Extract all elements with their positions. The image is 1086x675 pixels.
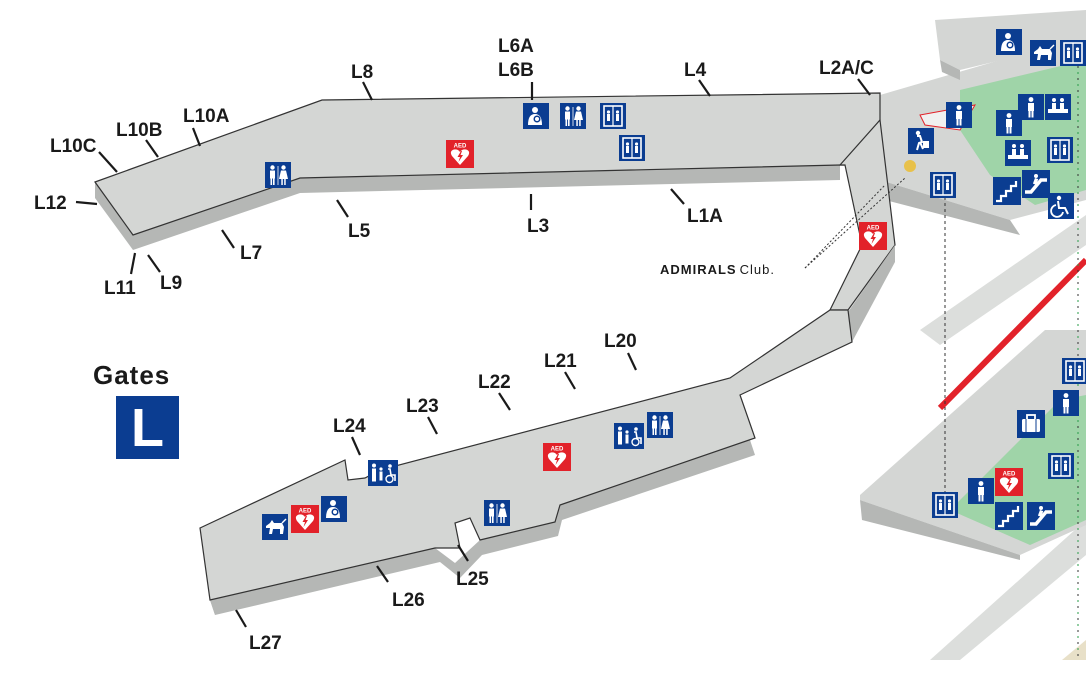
gate-L12: L12 xyxy=(34,193,67,214)
elevator-icon[interactable] xyxy=(931,491,959,519)
gate-L5: L5 xyxy=(348,221,371,242)
aed-icon[interactable] xyxy=(543,443,571,471)
stairs-icon[interactable] xyxy=(991,175,1023,207)
gate-L27: L27 xyxy=(249,633,282,654)
gate-L10B: L10B xyxy=(116,120,162,141)
aed-icon[interactable] xyxy=(446,140,474,168)
gate-L10C: L10C xyxy=(50,136,97,157)
restroom-icon[interactable] xyxy=(647,412,673,438)
nursing-room-icon[interactable] xyxy=(321,496,347,522)
gate-L3: L3 xyxy=(527,216,549,237)
concourse-badge: L xyxy=(116,396,179,459)
gate-L7: L7 xyxy=(240,243,262,264)
gate-L8: L8 xyxy=(351,62,373,83)
gate-L11: L11 xyxy=(104,278,136,299)
pet-relief-icon[interactable] xyxy=(261,513,289,541)
gate-L22: L22 xyxy=(478,372,511,393)
elevator-icon[interactable] xyxy=(1046,136,1074,164)
gate-L26: L26 xyxy=(392,590,425,611)
gate-labels: L8 L6A L6B L4 L2A/C L10A L10B L10C L12 L… xyxy=(34,36,874,654)
elevator-icon[interactable] xyxy=(618,134,646,162)
wheelchair-icon[interactable] xyxy=(1047,192,1075,220)
gate-L23: L23 xyxy=(406,396,439,417)
person-icon[interactable] xyxy=(946,102,972,128)
elevator-icon[interactable] xyxy=(1047,452,1075,480)
gate-L6B: L6B xyxy=(498,60,534,81)
restroom-icon[interactable] xyxy=(265,162,291,188)
restroom-icon[interactable] xyxy=(1018,94,1044,120)
club-location-marker[interactable] xyxy=(904,160,916,172)
family-restroom-icon[interactable] xyxy=(367,459,399,487)
restroom-icon[interactable] xyxy=(1053,390,1079,416)
information-icon[interactable] xyxy=(996,29,1022,55)
gate-L2AC: L2A/C xyxy=(819,58,874,79)
family-restroom-icon[interactable] xyxy=(613,422,645,450)
legend-title: Gates xyxy=(93,360,171,390)
information-desk-icon[interactable] xyxy=(1005,140,1031,166)
baggage-icon[interactable] xyxy=(1016,409,1046,439)
gate-L25: L25 xyxy=(456,569,489,590)
concourse-upper xyxy=(94,92,896,342)
gate-ticks xyxy=(75,78,871,628)
gate-L10A: L10A xyxy=(183,106,230,127)
gate-L1A: L1A xyxy=(687,206,723,227)
restroom-icon[interactable] xyxy=(484,500,510,526)
concourse-lower xyxy=(199,309,853,615)
pet-relief-icon[interactable] xyxy=(1029,39,1057,67)
elevator-icon[interactable] xyxy=(1061,357,1086,385)
gate-L24: L24 xyxy=(333,416,366,437)
aed-icon[interactable] xyxy=(859,222,887,250)
traveler-icon[interactable] xyxy=(907,127,935,155)
gate-L6A: L6A xyxy=(498,36,534,57)
stairs-icon[interactable] xyxy=(993,500,1025,532)
escalator-icon[interactable] xyxy=(1020,168,1052,200)
restroom-icon[interactable] xyxy=(560,103,586,129)
nursing-room-icon[interactable] xyxy=(523,103,549,129)
aed-icon[interactable] xyxy=(995,468,1023,496)
train-line xyxy=(937,257,1086,411)
gate-L4: L4 xyxy=(684,60,707,81)
elevator-icon[interactable] xyxy=(599,102,627,130)
gate-L21: L21 xyxy=(544,351,577,372)
gate-L9: L9 xyxy=(160,273,182,294)
elevator-icon[interactable] xyxy=(1059,39,1086,67)
security-checkpoint-icon[interactable] xyxy=(1045,94,1071,120)
escalator-icon[interactable] xyxy=(1025,500,1057,532)
restroom-icon[interactable] xyxy=(968,478,994,504)
aed-icon[interactable] xyxy=(291,505,319,533)
gate-L20: L20 xyxy=(604,331,637,352)
elevator-icon[interactable] xyxy=(929,171,957,199)
